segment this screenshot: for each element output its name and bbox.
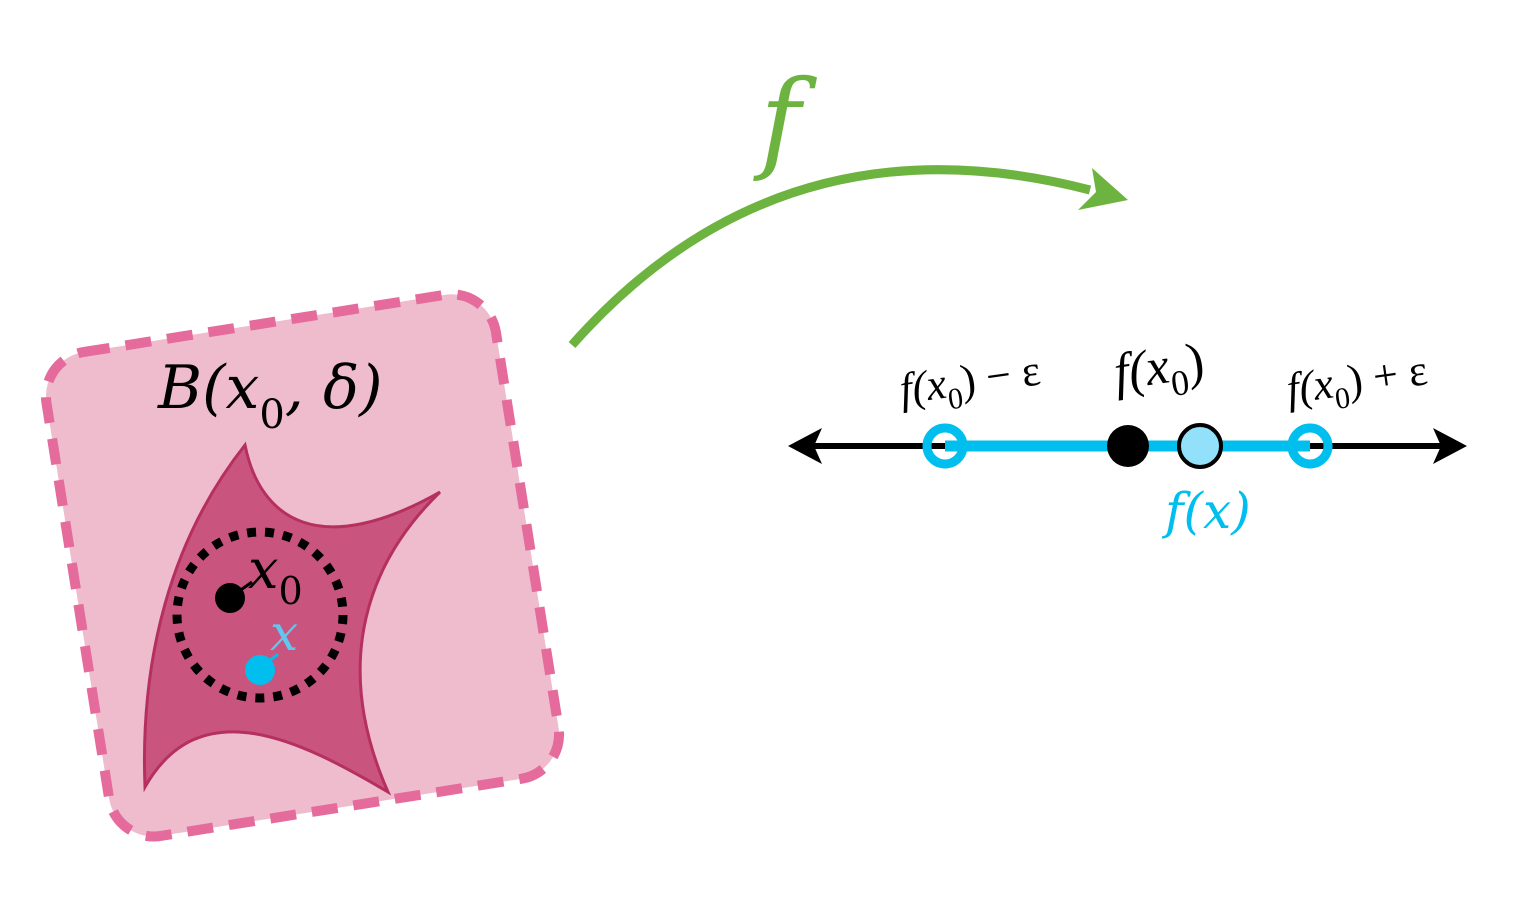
left-arrow-icon — [788, 428, 822, 464]
f-x-label: f(x) — [1161, 482, 1251, 540]
delta-neighborhood-circle — [172, 527, 348, 703]
right-arrow-icon — [1433, 428, 1467, 464]
mapping-arrowhead-icon — [1078, 168, 1128, 210]
function-label: f — [753, 56, 817, 184]
x-label: x — [270, 604, 298, 662]
f-x0-label-group: f(x0) — [1110, 333, 1209, 412]
x0-leader — [237, 580, 253, 594]
upper-bound-open-point — [1287, 423, 1333, 469]
plus-epsilon-label: f(x0) + ε — [1283, 345, 1431, 422]
x0-point — [215, 583, 245, 613]
f-x0-label: f(x0) — [1110, 333, 1209, 412]
f-x0-point — [1107, 425, 1149, 467]
plus-epsilon-label-group: f(x0) + ε — [1283, 345, 1431, 422]
x0-label: x0 — [248, 538, 303, 613]
ball-label: B(x0, δ) — [157, 353, 382, 438]
minus-epsilon-label: f(x0) − ε — [896, 346, 1044, 423]
f-x-point — [1177, 423, 1223, 469]
lower-bound-open-point — [922, 423, 968, 469]
mapping-arrow — [568, 165, 1092, 348]
domain-region — [143, 441, 442, 796]
minus-epsilon-label-group: f(x0) − ε — [896, 346, 1044, 423]
x-point — [245, 655, 275, 685]
x-leader — [267, 652, 279, 664]
